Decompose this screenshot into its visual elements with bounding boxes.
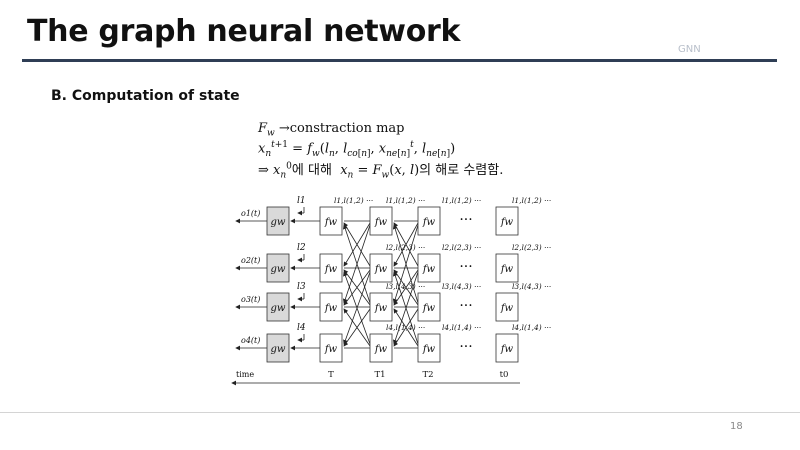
fw-label: fw [422,264,436,275]
fw-node [319,333,343,363]
page-number: 18 [730,421,743,432]
node-label: l2 [297,243,306,253]
ellipsis: ··· [459,298,472,314]
neighbor-edge [342,224,371,304]
gw-node [266,253,290,283]
formula-state-update: xnt+1 = fw(ln, lco[n], xne[n]t, lne[n]) [258,140,456,159]
fw-node [319,253,343,283]
neighbor-edge [343,222,371,267]
node-label: l3 [297,282,306,292]
fw-label: fw [374,217,388,228]
edge-label: l2,l(2,3) ··· [512,243,551,252]
gw-label: gw [271,217,286,228]
fw-label: fw [374,264,388,275]
edge-label: l3,l(4,3) ··· [386,282,425,291]
gw-node [266,333,290,363]
ellipsis: ··· [459,259,472,275]
gw-label: gw [271,303,286,314]
edge-label: l1,l(1,2) ··· [512,196,551,205]
fw-node [369,333,393,363]
section-heading: B. Computation of state [51,88,240,104]
neighbor-edge [393,269,419,306]
edge-label: l1,l(1,2) ··· [386,196,425,205]
fw-label: fw [324,264,338,275]
ellipsis: ··· [459,212,472,228]
neighbor-edge [343,271,371,345]
output-label: o4(t) [241,336,260,345]
edge-label: l3,l(4,3) ··· [442,282,481,291]
fw-node [495,206,519,236]
fw-node [495,253,519,283]
fw-node [319,292,343,322]
time-axis-label: time [236,370,254,379]
gw-node [266,292,290,322]
fw-node [495,292,519,322]
fw-label: fw [500,303,514,314]
title-underline [22,59,777,62]
fw-node [369,253,393,283]
fw-label: fw [500,264,514,275]
time-tick-label: T1 [374,370,385,380]
time-tick-label: T [328,370,334,380]
neighbor-edge [343,269,371,306]
fw-label: fw [374,303,388,314]
formula-convergence: ⇒ xn0에 대해 xn = Fw(x, l)의 해로 수렴함. [258,161,504,181]
fw-label: fw [324,217,338,228]
edge-label: l2,l(2,3) ··· [386,243,425,252]
section-tag: GNN [678,44,701,55]
fw-label: fw [500,217,514,228]
output-label: o2(t) [241,256,260,265]
neighbor-edge [393,222,419,267]
edge-label: l1,l(1,2) ··· [334,196,373,205]
fw-label: fw [500,344,514,355]
time-tick-label: t0 [500,370,509,380]
edge-label: l4,l(1,4) ··· [386,323,425,332]
formula-contraction-map: Fw →constraction map [258,121,405,139]
output-label: o1(t) [241,209,260,218]
gw-label: gw [271,264,286,275]
node-label: l1 [297,196,306,206]
fw-node [495,333,519,363]
fw-node [319,206,343,236]
fw-label: fw [324,303,338,314]
fw-node [417,253,441,283]
fw-label: fw [422,303,436,314]
fw-node [417,333,441,363]
fw-label: fw [324,344,338,355]
node-label: l4 [297,323,306,333]
edge-label: l3,l(4,3) ··· [512,282,551,291]
ellipsis: ··· [459,339,472,355]
edge-label: l1,l(1,2) ··· [442,196,481,205]
fw-node [369,206,393,236]
footer-divider [0,412,800,413]
edge-label: l2,l(2,3) ··· [442,243,481,252]
edge-label: l4,l(1,4) ··· [442,323,481,332]
neighbor-edge [343,308,371,347]
gw-label: gw [271,344,286,355]
time-tick-label: T2 [422,370,433,380]
fw-label: fw [374,344,388,355]
edge-label: l4,l(1,4) ··· [512,323,551,332]
neighbor-edge [393,308,419,347]
gw-node [266,206,290,236]
output-label: o3(t) [241,295,260,304]
slide-title: The graph neural network [27,14,461,49]
fw-node [417,206,441,236]
gnn-unfolded-diagram: o1(t) o2(t) o3(t) o4(t) gw gw gw gw l1 l2 l3 l4 fw fw… [231,196,551,386]
fw-label: fw [422,344,436,355]
fw-label: fw [422,217,436,228]
fw-node [417,292,441,322]
neighbor-edge [392,224,419,304]
fw-node [369,292,393,322]
neighbor-edge [392,271,419,345]
